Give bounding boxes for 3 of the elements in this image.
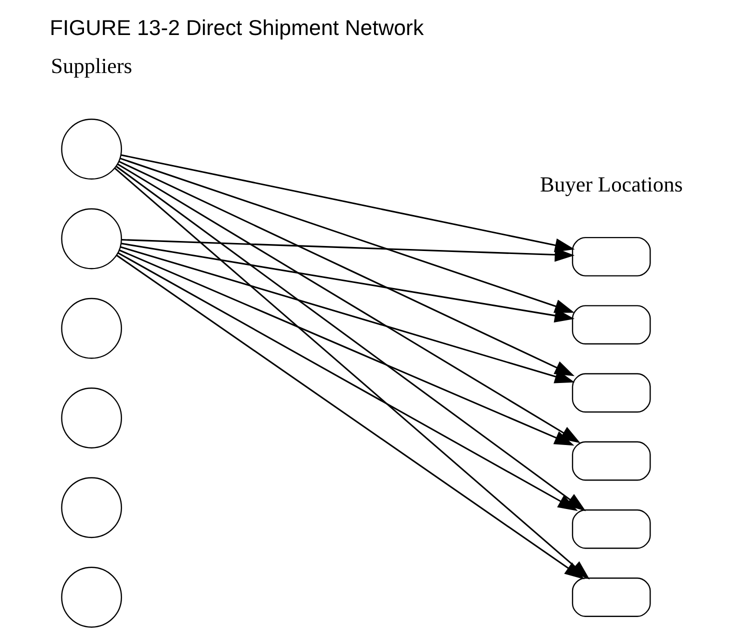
label: Suppliers xyxy=(50,54,132,78)
diagram-title: FIGURE 13-2 Direct Shipment Network xyxy=(49,16,424,40)
label: Buyer Locations xyxy=(540,172,682,196)
